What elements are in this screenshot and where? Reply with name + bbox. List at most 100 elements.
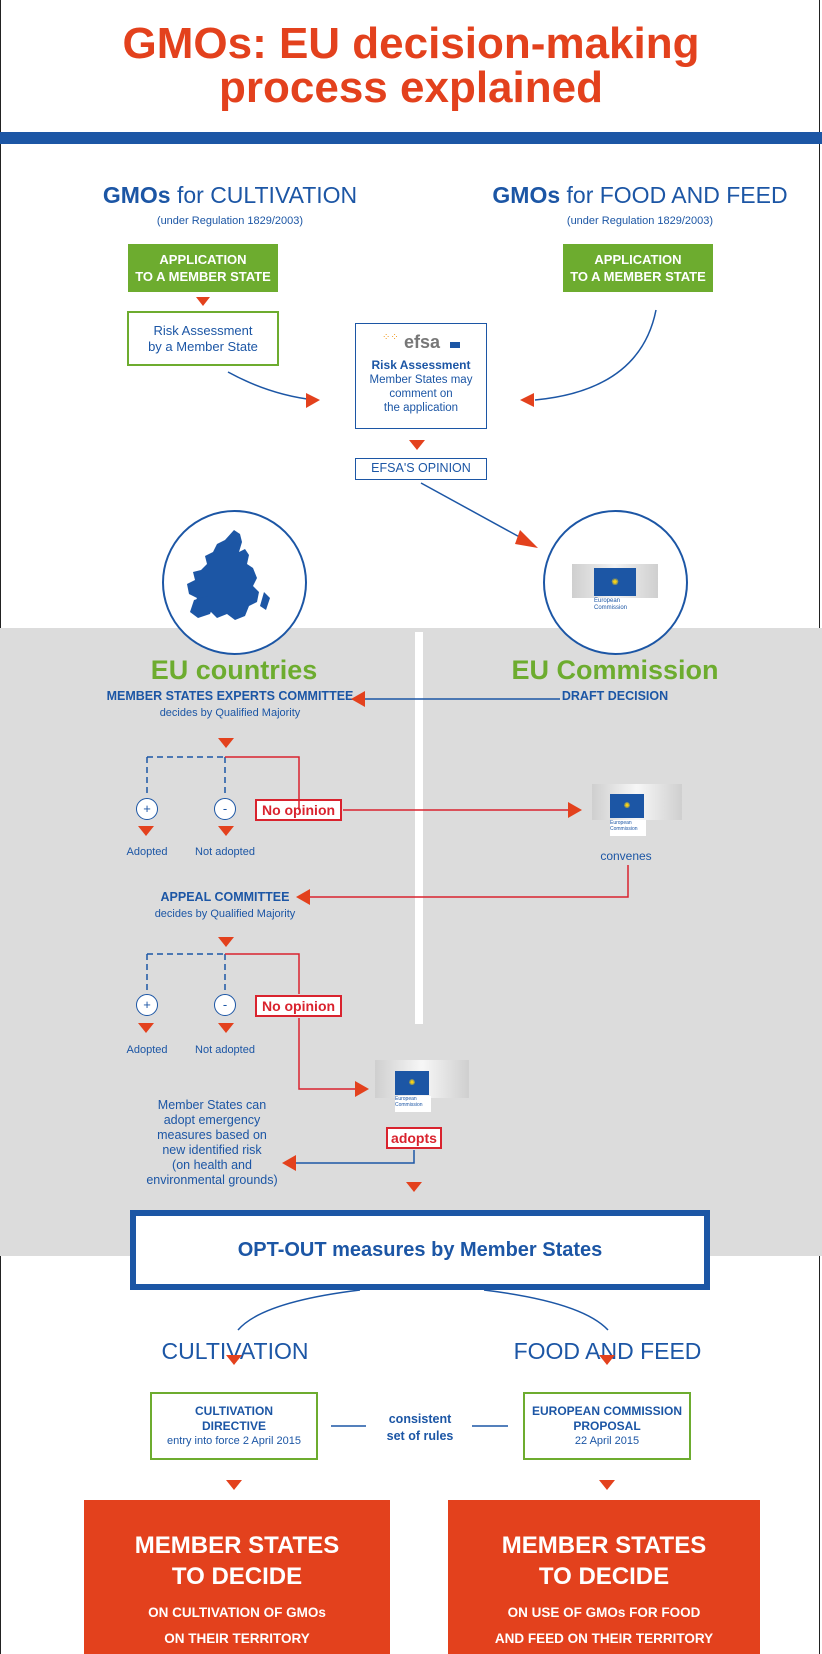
eu-commission-title: EU Commission	[511, 655, 719, 685]
decision-title-line-2: TO DECIDE	[538, 1563, 670, 1590]
title-divider-bar	[0, 132, 822, 144]
caption-line-1: European	[395, 1096, 417, 1102]
gmos-label: GMOs	[492, 182, 561, 208]
caption-line-2: Commission	[395, 1102, 423, 1108]
efsa-line-3: the application	[383, 402, 459, 414]
efsa-risk-assessment-box: ⁘⁘ efsa Risk Assessment Member States ma…	[355, 323, 487, 429]
consistent-line-1: consistent	[388, 1412, 452, 1426]
food-feed-label: for FOOD AND FEED	[560, 182, 788, 208]
eu-flag-icon: ✺	[395, 1071, 429, 1095]
consistent-rules-label: consistent set of rules	[370, 1411, 470, 1445]
food-feed-decision-block: MEMBER STATES TO DECIDE ON USE OF GMOs F…	[448, 1500, 760, 1654]
adopts-badge: adopts	[386, 1127, 442, 1149]
efsa-logo-bar	[450, 342, 460, 348]
appeal-committee-label: APPEAL COMMITTEE	[160, 890, 290, 904]
section-divider	[415, 632, 423, 1024]
emergency-line-4: new identified risk	[162, 1143, 262, 1157]
cultivation-regulation: (under Regulation 1829/2003)	[156, 215, 304, 227]
eu-map-icon	[187, 530, 270, 620]
eu-flag-icon: ✺	[594, 568, 636, 596]
opt-out-box: OPT-OUT measures by Member States	[130, 1210, 710, 1290]
gmos-label: GMOs	[102, 182, 171, 208]
efsa-opinion-box: EFSA'S OPINION	[355, 458, 487, 480]
efsa-line-1: Member States may	[369, 374, 473, 386]
cultivation-decision-block: MEMBER STATES TO DECIDE ON CULTIVATION O…	[84, 1500, 390, 1654]
plus-icon: +	[136, 994, 158, 1016]
eu-countries-title: EU countries	[150, 655, 318, 685]
application-line-2: TO A MEMBER STATE	[135, 269, 271, 284]
convenes-label: convenes	[600, 849, 652, 863]
caption-line-1: European	[594, 598, 621, 604]
emergency-line-6: environmental grounds)	[146, 1173, 278, 1187]
member-state-risk-assessment-box: Risk Assessment by a Member State	[127, 311, 279, 366]
cultivation-heading: GMOs for CULTIVATION	[60, 182, 400, 209]
decision-title-line-1: MEMBER STATES	[134, 1532, 340, 1559]
proposal-date: 22 April 2015	[574, 1434, 640, 1447]
emergency-line-3: measures based on	[157, 1128, 267, 1142]
directive-line-2: DIRECTIVE	[201, 1418, 266, 1433]
title-line-1: GMOs: EU decision-making	[122, 19, 700, 68]
efsa-logo-text: efsa	[404, 332, 441, 352]
not-adopted-label: Not adopted	[195, 1044, 255, 1056]
efsa-line-2: comment on	[389, 388, 453, 400]
minus-icon: -	[214, 798, 236, 820]
risk-line-1: Risk Assessment	[153, 322, 253, 338]
decision-sub-line-2: AND FEED ON THEIR TERRITORY	[494, 1631, 714, 1646]
caption-line-1: European	[610, 820, 632, 826]
consistent-line-2: set of rules	[386, 1429, 454, 1443]
experts-decides-label: decides by Qualified Majority	[159, 707, 301, 719]
emergency-line-5: (on health and	[172, 1158, 252, 1172]
cultivation-application-box: APPLICATION TO A MEMBER STATE	[128, 244, 278, 292]
committee-section-background	[0, 628, 822, 1256]
emergency-line-1: Member States can	[157, 1098, 267, 1112]
food-feed-application-box: APPLICATION TO A MEMBER STATE	[563, 244, 713, 292]
proposal-line-1: EUROPEAN COMMISSION	[531, 1403, 682, 1418]
flow-triangles	[138, 297, 615, 1490]
not-adopted-label: Not adopted	[195, 846, 255, 858]
food-feed-heading: GMOs for FOOD AND FEED	[470, 182, 810, 209]
cultivation-label: for CULTIVATION	[170, 182, 358, 208]
eu-map-circle	[162, 510, 307, 655]
efsa-dots-icon: ⁘⁘	[382, 332, 399, 343]
efsa-risk-title: Risk Assessment	[371, 358, 471, 372]
decision-title-line-1: MEMBER STATES	[501, 1532, 707, 1559]
appeal-decides-label: decides by Qualified Majority	[154, 908, 296, 920]
application-line-1: APPLICATION	[594, 252, 682, 267]
eu-flag-icon: ✺	[610, 794, 644, 818]
directive-line-1: CULTIVATION	[195, 1403, 273, 1418]
commission-proposal-box: EUROPEAN COMMISSION PROPOSAL 22 April 20…	[523, 1392, 691, 1460]
emergency-measures-text: Member States can adopt emergency measur…	[112, 1098, 312, 1188]
decision-sub-line-1: ON USE OF GMOs FOR FOOD	[507, 1605, 701, 1620]
emergency-line-2: adopt emergency	[163, 1113, 261, 1127]
decision-sub-line-2: ON THEIR TERRITORY	[164, 1631, 310, 1646]
minus-icon: -	[214, 994, 236, 1016]
food-feed-regulation: (under Regulation 1829/2003)	[566, 215, 714, 227]
proposal-line-2: PROPOSAL	[573, 1418, 641, 1433]
risk-line-2: by a Member State	[148, 338, 258, 354]
page-title: GMOs: EU decision-making process explain…	[0, 22, 822, 110]
title-line-2: process explained	[219, 63, 603, 112]
caption-line-2: Commission	[594, 605, 628, 611]
efsa-logo: ⁘⁘ efsa	[356, 330, 486, 358]
experts-committee-label: MEMBER STATES EXPERTS COMMITTEE	[106, 689, 354, 703]
adopted-label: Adopted	[126, 1044, 168, 1056]
cultivation-directive-box: CULTIVATION DIRECTIVE entry into force 2…	[150, 1392, 318, 1460]
decision-title-line-2: TO DECIDE	[171, 1563, 303, 1590]
draft-decision-label: DRAFT DECISION	[561, 689, 669, 703]
caption-line-2: Commission	[610, 826, 638, 832]
no-opinion-badge: No opinion	[255, 995, 342, 1017]
decision-sub-line-1: ON CULTIVATION OF GMOs	[148, 1605, 326, 1620]
plus-icon: +	[136, 798, 158, 820]
application-line-2: TO A MEMBER STATE	[570, 269, 706, 284]
application-line-1: APPLICATION	[159, 252, 247, 267]
adopted-label: Adopted	[126, 846, 168, 858]
directive-date: entry into force 2 April 2015	[167, 1434, 301, 1447]
